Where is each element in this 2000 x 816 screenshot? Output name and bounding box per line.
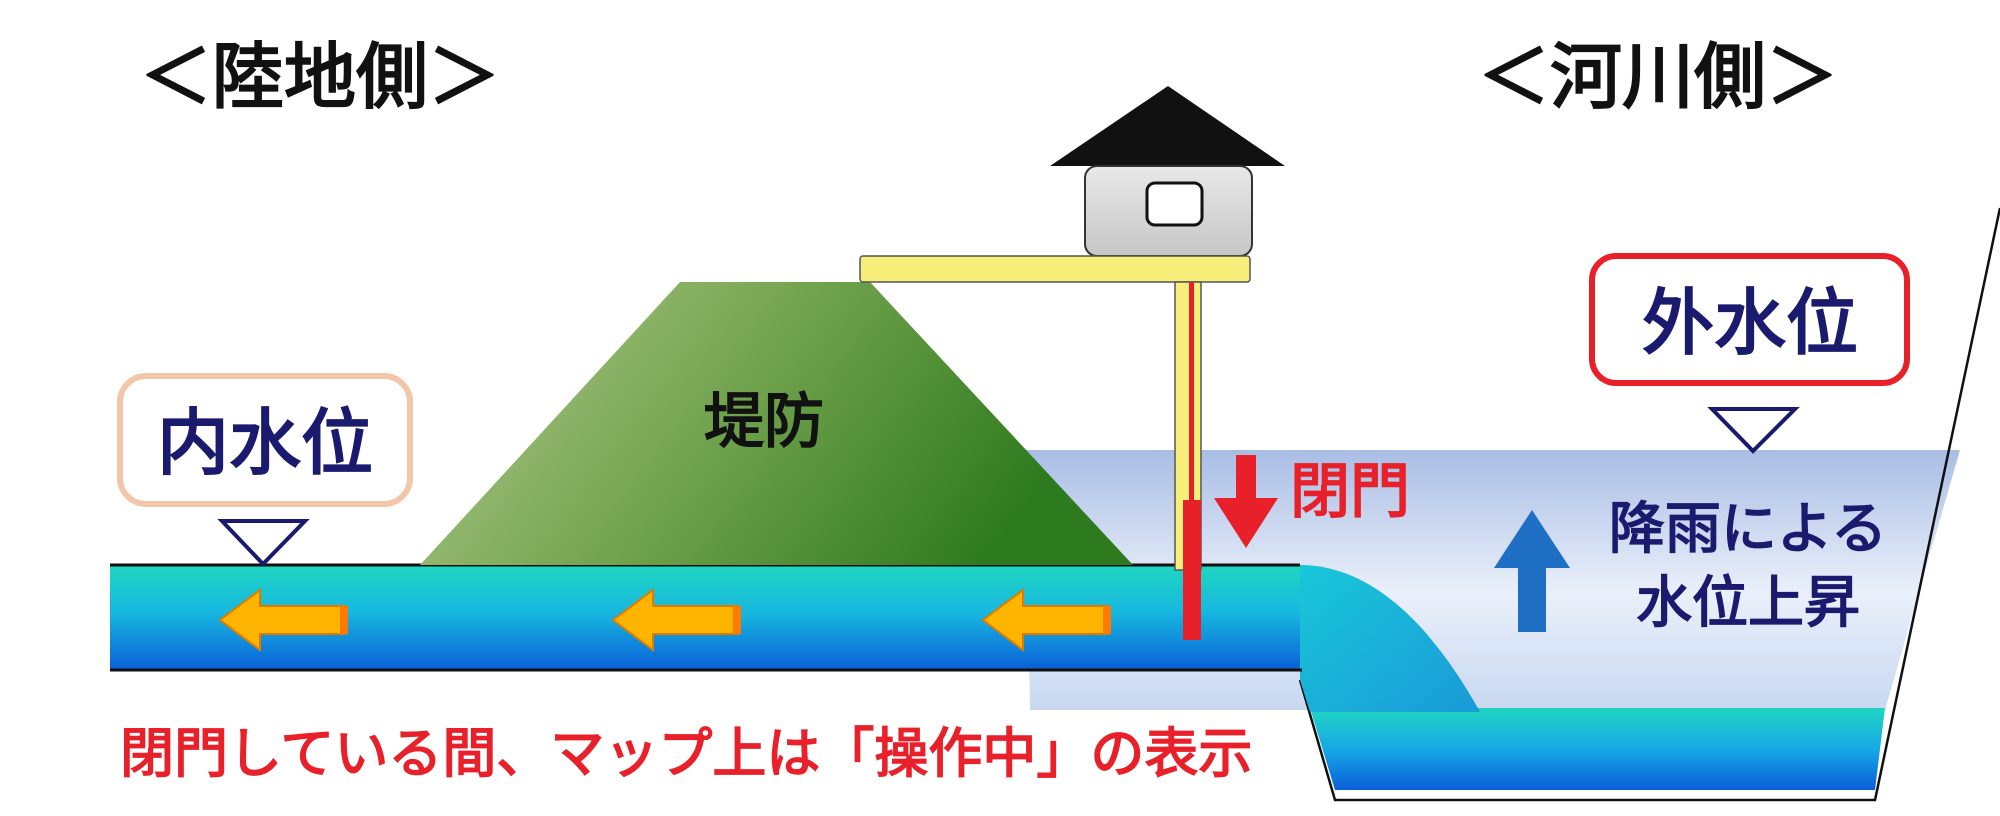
rain-rise-label-line1: 降雨による: [1609, 497, 1887, 562]
gate-post-red-strip: [1189, 282, 1194, 532]
outlet-flow: [1300, 565, 1480, 712]
house-roof-icon: [1050, 86, 1285, 166]
house-window-icon: [1145, 181, 1204, 227]
inner-water-level-box: [117, 373, 413, 507]
inner-water-level-label: 内水位: [157, 401, 373, 485]
left-arrow-icon: [218, 588, 348, 652]
gate-closing-label: 閉門: [1290, 457, 1410, 527]
gate-shutter: [1183, 500, 1201, 640]
gate-platform: [859, 255, 1251, 283]
outer-water-level-label: 外水位: [1642, 281, 1858, 365]
rain-rise-label-line2: 水位上昇: [1636, 571, 1860, 636]
outer-water-level-box: [1589, 253, 1910, 386]
river-side-heading: ＜河川側＞: [1478, 35, 1838, 119]
inverted-triangle-icon: [217, 519, 310, 567]
up-arrow-icon: [1494, 510, 1570, 632]
left-arrow-icon: [981, 588, 1111, 652]
down-arrow-icon: [1214, 455, 1278, 548]
embankment-label: 堤防: [704, 387, 824, 457]
embankment: [420, 282, 1133, 565]
left-arrow-icon: [611, 588, 741, 652]
caption: 閉門している間、マップ上は「操作中」の表示: [120, 722, 1252, 785]
inverted-triangle-icon: [1707, 407, 1800, 454]
river-channel-outline: [1298, 207, 2000, 802]
river-bed-flow: [1310, 708, 1885, 790]
land-side-heading: ＜陸地側＞: [140, 35, 500, 119]
